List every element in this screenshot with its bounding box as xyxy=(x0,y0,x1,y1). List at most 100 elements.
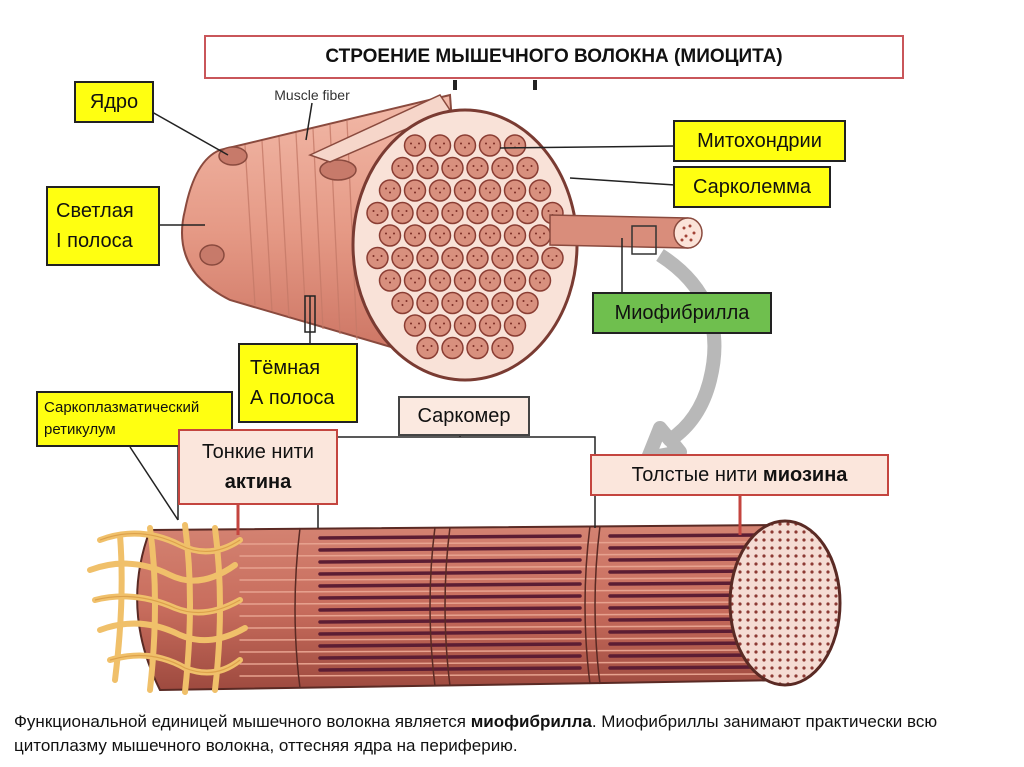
myofibril-dot xyxy=(530,165,533,167)
myofibril-dot xyxy=(535,277,537,280)
myofibril-circle xyxy=(528,269,552,292)
myofibril-dot xyxy=(426,214,429,216)
myofibril-dot xyxy=(489,146,491,149)
myofibril-dot xyxy=(447,300,450,302)
myofibril-circle xyxy=(441,246,464,270)
label-myofibril: Миофибрилла xyxy=(592,292,772,334)
myofibril-circle xyxy=(491,156,514,180)
myofibril-dot xyxy=(476,349,479,351)
myofibril-dot xyxy=(476,169,479,171)
myofibril-circle xyxy=(428,179,452,202)
myofibril-dot xyxy=(535,232,537,235)
myofibril-dot xyxy=(480,345,483,347)
myofibril-circle xyxy=(428,134,452,157)
myofibril-dot xyxy=(472,210,475,212)
myofibril-dot xyxy=(426,169,429,171)
myofibril-dot xyxy=(380,255,383,257)
myofibril-circle xyxy=(491,246,514,270)
myofibril-dot xyxy=(464,326,466,329)
myofibril-dot xyxy=(530,210,533,212)
thick-filament xyxy=(318,594,582,600)
myofibril-dot xyxy=(464,191,466,194)
myofibril-dot xyxy=(543,277,545,280)
myofibril-circle xyxy=(391,291,414,315)
myofibril-circle xyxy=(516,156,539,180)
myofibril-circle xyxy=(403,269,427,292)
myofibril-circle xyxy=(528,179,552,202)
myofibril-dot xyxy=(414,281,416,284)
thick-filament xyxy=(318,618,582,624)
myofibril-circle xyxy=(478,224,502,247)
label-light-band: Светлая I полоса xyxy=(46,186,160,266)
myofibril-dot xyxy=(472,345,475,347)
myofibril-dot xyxy=(526,169,529,171)
myofibril-dot xyxy=(510,322,512,325)
myofibril-dot xyxy=(439,281,441,284)
thick-filament xyxy=(318,546,582,552)
label-dark-band-line1: Тёмная xyxy=(250,357,321,379)
myofibril-circle xyxy=(541,246,564,270)
myofibril-circle xyxy=(503,269,527,292)
label-thick-prefix: Толстые нити xyxy=(631,463,763,486)
myofibril-dot xyxy=(505,255,508,257)
myofibril-dot xyxy=(455,255,458,257)
myofibril-circle xyxy=(466,201,489,225)
myofibril-dot xyxy=(397,255,400,257)
myofibril-dot xyxy=(551,259,554,261)
myofibril-dot xyxy=(460,322,462,325)
myofibril-dot xyxy=(530,255,533,257)
myofibril-dot xyxy=(489,281,491,284)
myofibril-dot xyxy=(505,345,508,347)
myofibril-dot xyxy=(468,322,470,325)
myofibril-dot xyxy=(526,259,529,261)
myofibril-dot xyxy=(455,345,458,347)
myofibril-dot xyxy=(414,146,416,149)
myofibril-circle xyxy=(491,336,514,360)
myofibril-dot xyxy=(485,232,487,235)
myofibril-dot xyxy=(439,236,441,239)
myofibril-dot xyxy=(410,187,412,190)
myofibril-circle xyxy=(391,201,414,225)
label-thin-filaments: Тонкие нити актина xyxy=(178,429,338,505)
myofibril-dot xyxy=(443,142,445,145)
myofibril-dot xyxy=(418,277,420,280)
myofibril-dot xyxy=(518,187,520,190)
myofibril-dot xyxy=(435,187,437,190)
myofibril-dot xyxy=(522,255,525,257)
thin-filament xyxy=(239,649,771,653)
myofibril-dot xyxy=(414,326,416,329)
myofibril-dot xyxy=(555,255,558,257)
myofibril-dot xyxy=(422,300,425,302)
myofibril-dot xyxy=(393,232,395,235)
thick-filament xyxy=(608,665,762,670)
caption: Функциональной единицей мышечного волокн… xyxy=(14,710,1014,758)
myofibril-dot xyxy=(451,304,454,306)
myofibril-dot xyxy=(405,300,408,302)
thin-filament xyxy=(239,637,771,641)
myofibril-circle xyxy=(478,179,502,202)
myofibril-dot xyxy=(468,232,470,235)
thick-filament xyxy=(608,557,762,562)
myofibril-circle xyxy=(441,201,464,225)
myofibril-circle xyxy=(466,291,489,315)
myofibril-dot xyxy=(505,300,508,302)
myofibril-dot xyxy=(539,236,541,239)
myofibril-dot xyxy=(430,345,433,347)
myofibril-circle xyxy=(391,156,414,180)
myofibril-dot xyxy=(418,232,420,235)
myofibril-dot xyxy=(518,232,520,235)
myofibril-dot xyxy=(530,300,533,302)
thin-filament xyxy=(239,625,771,629)
myofibril-dot xyxy=(418,187,420,190)
myofibril-dot xyxy=(401,169,404,171)
myofibril-dot xyxy=(455,210,458,212)
myofibril-circle xyxy=(441,291,464,315)
myofibril-dot xyxy=(497,255,500,257)
myofibril-dot xyxy=(510,277,512,280)
myofibril-dot xyxy=(480,165,483,167)
myofibril-dot xyxy=(497,300,500,302)
label-sarcomere: Саркомер xyxy=(398,396,530,436)
thick-filament xyxy=(318,642,582,648)
myofibril-dot xyxy=(422,165,425,167)
myofibril-dot xyxy=(439,191,441,194)
